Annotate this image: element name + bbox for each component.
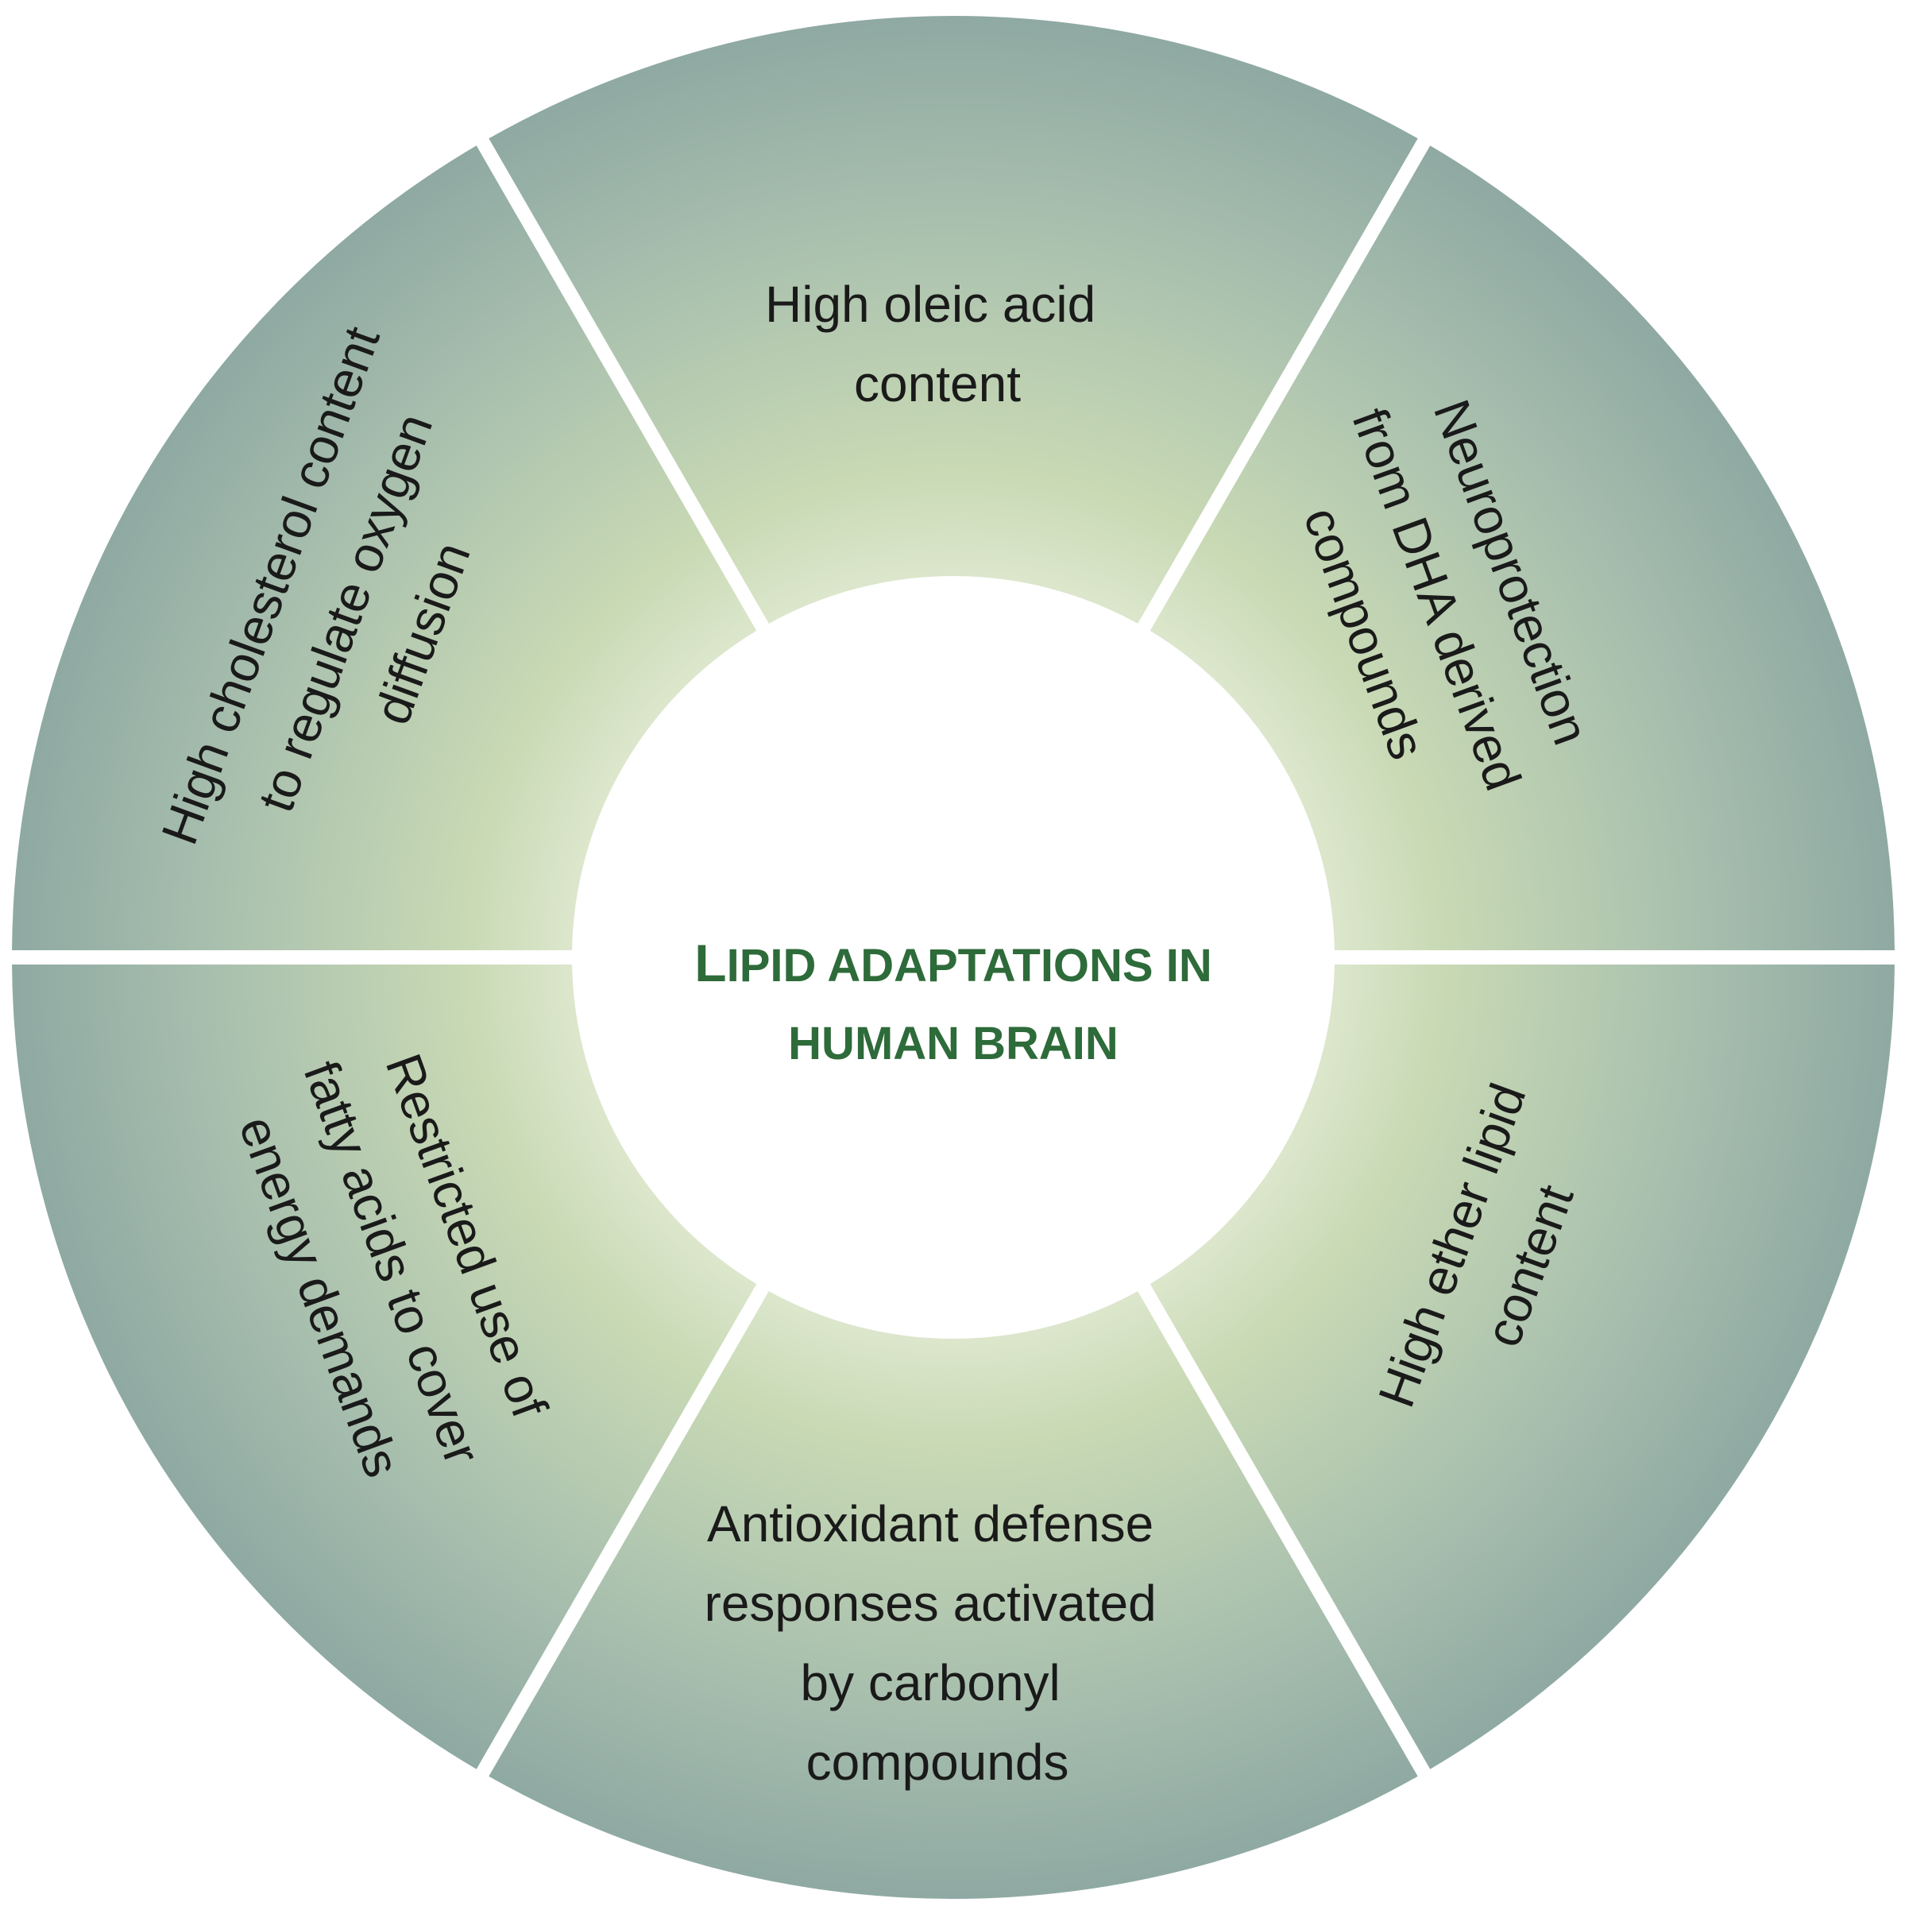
label-line: High oleic acid — [765, 276, 1095, 333]
svg-text:High oleic acid content: High oleic acid content — [765, 276, 1110, 412]
center-title-line1-initial: L — [694, 934, 726, 992]
segment-label-top: High oleic acid content — [765, 276, 1110, 412]
wheel-segments — [12, 16, 1895, 1900]
label-line: responses activated — [705, 1575, 1157, 1632]
center-title: LIPID ADAPTATIONS IN HUMAN BRAIN — [694, 934, 1211, 1069]
segment-lower-left — [12, 964, 757, 1769]
segment-upper-left — [12, 145, 757, 951]
center-title-line1-rest: IPID ADAPTATIONS IN — [727, 940, 1212, 992]
label-line: content — [854, 355, 1021, 412]
center-circle — [580, 584, 1327, 1331]
segment-label-bottom: Antioxidant defense responses activated … — [705, 1495, 1171, 1791]
center-title-line2: HUMAN BRAIN — [788, 1018, 1119, 1069]
segment-bottom — [489, 1291, 1418, 1900]
label-line: Antioxidant defense — [707, 1495, 1153, 1552]
center-title-line1: LIPID ADAPTATIONS IN — [694, 934, 1211, 992]
label-line: by carbonyl — [800, 1654, 1060, 1711]
segment-upper-right — [1150, 145, 1895, 951]
segment-lower-right — [1150, 964, 1895, 1769]
svg-text:Antioxidant defense resp: Antioxidant defense responses activated … — [705, 1495, 1171, 1791]
label-line: compounds — [806, 1734, 1069, 1791]
segment-top — [489, 16, 1418, 624]
